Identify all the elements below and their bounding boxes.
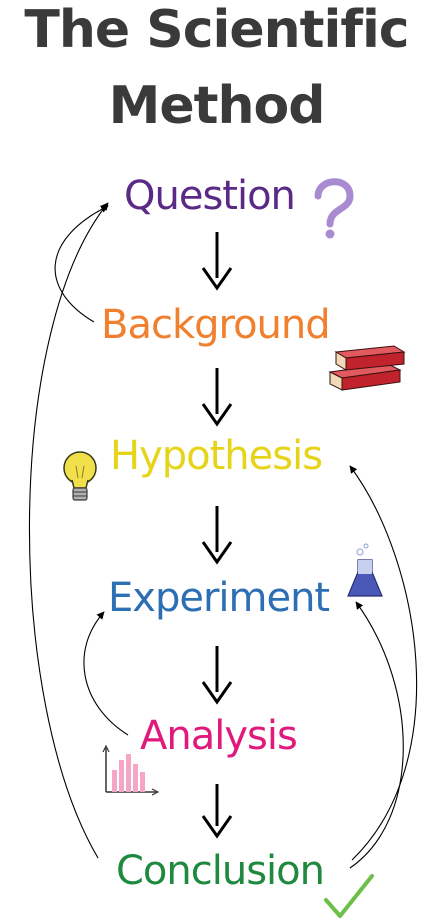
feedback-arrow-background-to-question [54,205,109,323]
feedback-arrow-conclusion-to-hypothesis [349,465,418,861]
step-arrow-3 [201,506,233,565]
feedback-arrow-conclusion-to-experiment [349,601,404,869]
books-icon [328,345,406,391]
step-analysis: Analysis [140,713,298,759]
question-mark-icon [314,178,354,239]
title-line-2: Method [108,76,326,136]
step-experiment: Experiment [108,575,330,621]
flask-icon [347,543,383,597]
step-conclusion: Conclusion [116,848,325,894]
step-arrow-4 [201,646,233,705]
title-line-1: The Scientific [24,0,409,60]
bar-chart-icon [102,744,160,796]
step-arrow-1 [201,232,233,291]
step-background: Background [101,302,331,348]
check-mark-icon [324,874,374,918]
feedback-arrow-analysis-to-experiment [83,611,129,736]
light-bulb-icon [63,451,97,501]
step-hypothesis: Hypothesis [110,433,323,479]
feedback-arrow-conclusion-to-question [28,202,109,859]
step-arrow-2 [201,368,233,427]
step-question: Question [124,173,296,219]
step-arrow-5 [201,784,233,839]
